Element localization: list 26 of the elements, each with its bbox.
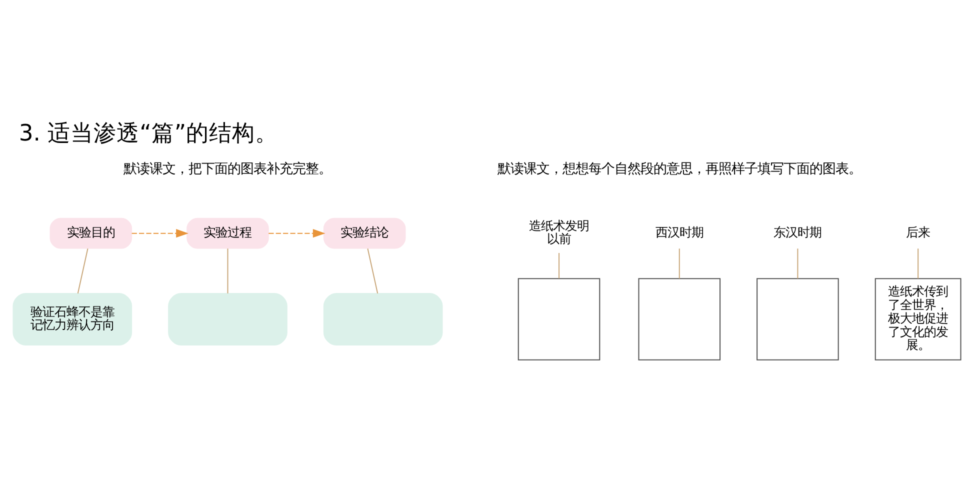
connector: [797, 248, 798, 278]
node-box: [638, 278, 721, 360]
arrow: [268, 228, 326, 238]
node-box: 实验结论: [323, 217, 406, 248]
label: 默读课文，把下面的图表补充完整。: [124, 162, 332, 177]
connector: [367, 248, 378, 293]
node-box: [518, 278, 600, 360]
connector: [678, 248, 680, 278]
node-box: [323, 292, 443, 345]
diagram-title: 3. 适当渗透“篇”的结构。: [18, 120, 278, 146]
node-text: 造纸术发明以前: [529, 218, 590, 246]
connector: [558, 252, 560, 278]
node-box: [756, 278, 839, 360]
node-box: 造纸术传到了全世界，极大地促进了文化的发展。: [874, 278, 962, 360]
node-text: 东汉时期: [774, 225, 822, 240]
label: 默读课文，想想每个自然段的意思，再照样子填写下面的图表。: [497, 162, 862, 177]
node-text: 后来: [906, 225, 930, 240]
arrow: [132, 228, 188, 238]
node-box: 实验目的: [50, 217, 132, 248]
node-text: 西汉时期: [655, 225, 704, 240]
node-box: [168, 292, 288, 345]
node-box: 验证石蜂不是靠记忆力辨认方向: [12, 292, 132, 345]
node-box: 实验过程: [186, 217, 269, 248]
connector: [77, 248, 88, 293]
connector: [918, 248, 919, 278]
connector: [227, 248, 228, 293]
